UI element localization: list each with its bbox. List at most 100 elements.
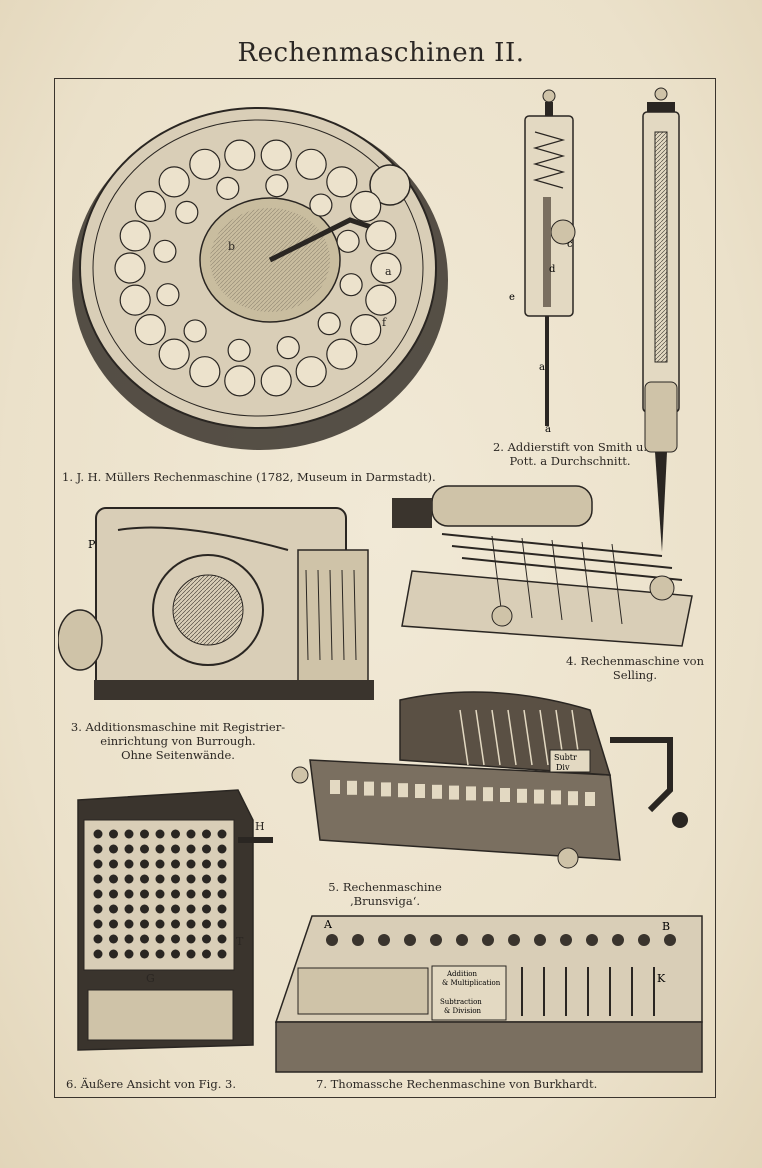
result-window [551,790,561,805]
fig7-label-k: K [657,972,666,985]
fig5-plate-div: Div [556,763,570,772]
result-window [466,786,476,801]
key-button [155,949,165,959]
dial-wheel [317,312,341,336]
key-button [202,859,211,869]
key-button [186,859,196,869]
key-button [93,904,103,914]
setting-slot [523,709,533,766]
dial-wheel [260,139,292,171]
key-button [202,949,211,959]
fig5-plate-subtr: Subtr [554,753,577,762]
dial-wheel [156,283,180,307]
fig3-label-p: P [88,538,96,551]
result-knob [352,934,364,946]
key-button [109,844,118,854]
result-window [500,788,510,802]
key-button [171,934,180,944]
setting-slot [491,709,501,766]
result-window [432,784,442,799]
dial-wheel [227,338,251,362]
result-knob [404,934,416,946]
key-button [109,934,118,944]
result-knob [612,934,624,946]
dial-wheel [175,200,199,224]
dial-wheel [189,148,221,180]
key-button [93,919,103,929]
dial-wheel [189,356,221,388]
dial-wheel [365,284,397,316]
result-window [483,787,493,802]
result-window [449,785,459,800]
result-knob [638,934,650,946]
key-button [155,934,165,944]
result-window [398,783,408,798]
key-button [140,859,149,869]
key-button [124,859,134,869]
fig2-caption-line1: 2. Addierstift von Smith u. [492,440,648,454]
dial-wheel [336,229,360,253]
key-button [93,889,103,899]
key-button [140,889,149,899]
key-button [171,904,180,914]
fig6-caption: 6. Äußere Ansicht von Fig. 3. [66,1077,236,1091]
key-button [217,829,227,839]
key-button [202,829,211,839]
result-window [381,782,391,797]
dial-wheel [370,252,402,284]
setting-slot [459,709,469,766]
key-button [124,844,134,854]
key-button [217,874,227,884]
fig2-label-c: c [567,239,573,250]
key-button [186,889,196,899]
dial-wheel [350,190,382,222]
selling-machine-illustration [392,476,710,661]
key-button [140,844,149,854]
result-window [330,780,340,794]
key-button [202,934,211,944]
adding-pen-illustration: c d e a a [505,82,705,552]
key-button [140,904,149,914]
key-button [140,949,149,959]
key-button [93,859,103,869]
fig3-caption-line3: Ohne Seitenwände. [121,748,235,762]
key-button [140,829,149,839]
key-button [124,829,134,839]
key-button [202,874,211,884]
key-button [140,874,149,884]
key-button [155,919,165,929]
result-knob [534,934,546,946]
key-button [140,934,149,944]
key-button [109,889,118,899]
fig5-caption-line1: 5. Rechenmaschine [328,880,442,894]
key-button [171,949,180,959]
key-button [171,844,180,854]
result-knob [456,934,468,946]
keyboard-machine-illustration: H T G [58,780,280,1075]
key-button [202,904,211,914]
result-knob [560,934,572,946]
key-button [140,919,149,929]
result-window [364,781,374,796]
result-knob [430,934,442,946]
key-button [93,874,103,884]
key-button [171,829,180,839]
fig4-caption-line2: Selling. [612,668,658,682]
key-button [217,889,227,899]
key-button [217,919,227,929]
result-knob [586,934,598,946]
fig3-caption-line2: einrichtung von Burrough. [100,734,256,748]
key-button [217,934,227,944]
key-button [202,889,211,899]
result-knob [664,934,676,946]
fig5-caption: 5. Rechenmaschine ‚Brunsviga‘. [320,880,450,908]
setting-slot [507,709,517,766]
dial-wheel [183,319,207,343]
key-button [109,904,118,914]
key-button [186,919,196,929]
result-window [568,791,578,806]
result-knob [326,934,338,946]
fig2-label-e: e [509,292,515,303]
dial-wheel [365,220,397,252]
